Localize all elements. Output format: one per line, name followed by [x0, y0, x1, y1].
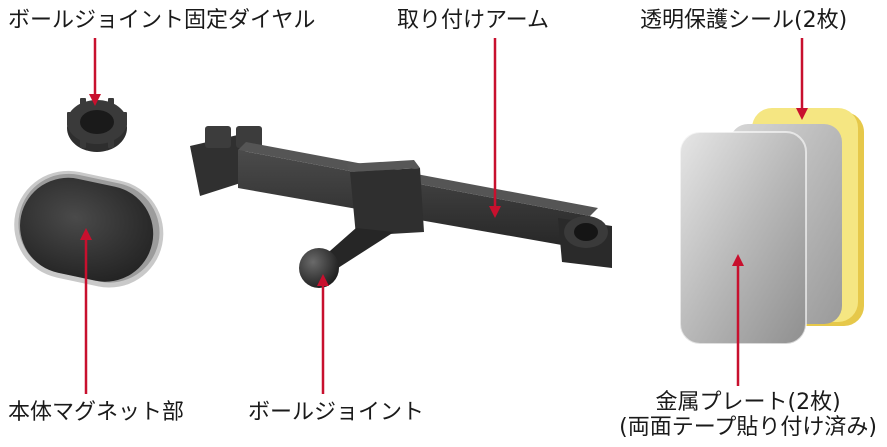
label-protective-film: 透明保護シール(2枚)	[640, 8, 848, 33]
label-fixing-dial: ボールジョイント固定ダイヤル	[8, 8, 316, 33]
label-metal-plate: 金属プレート(2枚) (両面テープ貼り付け済み)	[619, 390, 877, 441]
label-magnet-body: 本体マグネット部	[8, 400, 185, 425]
metal-plates	[679, 124, 842, 345]
fixing-dial	[67, 98, 127, 152]
pointer-lines	[80, 38, 808, 394]
label-metal-plate-line2: (両面テープ貼り付け済み)	[619, 415, 877, 441]
label-ball-joint: ボールジョイント	[248, 400, 425, 425]
label-mounting-arm: 取り付けアーム	[397, 8, 550, 33]
label-metal-plate-line1: 金属プレート(2枚)	[655, 390, 841, 415]
magnet-body	[14, 170, 164, 288]
mounting-arm	[190, 126, 612, 288]
